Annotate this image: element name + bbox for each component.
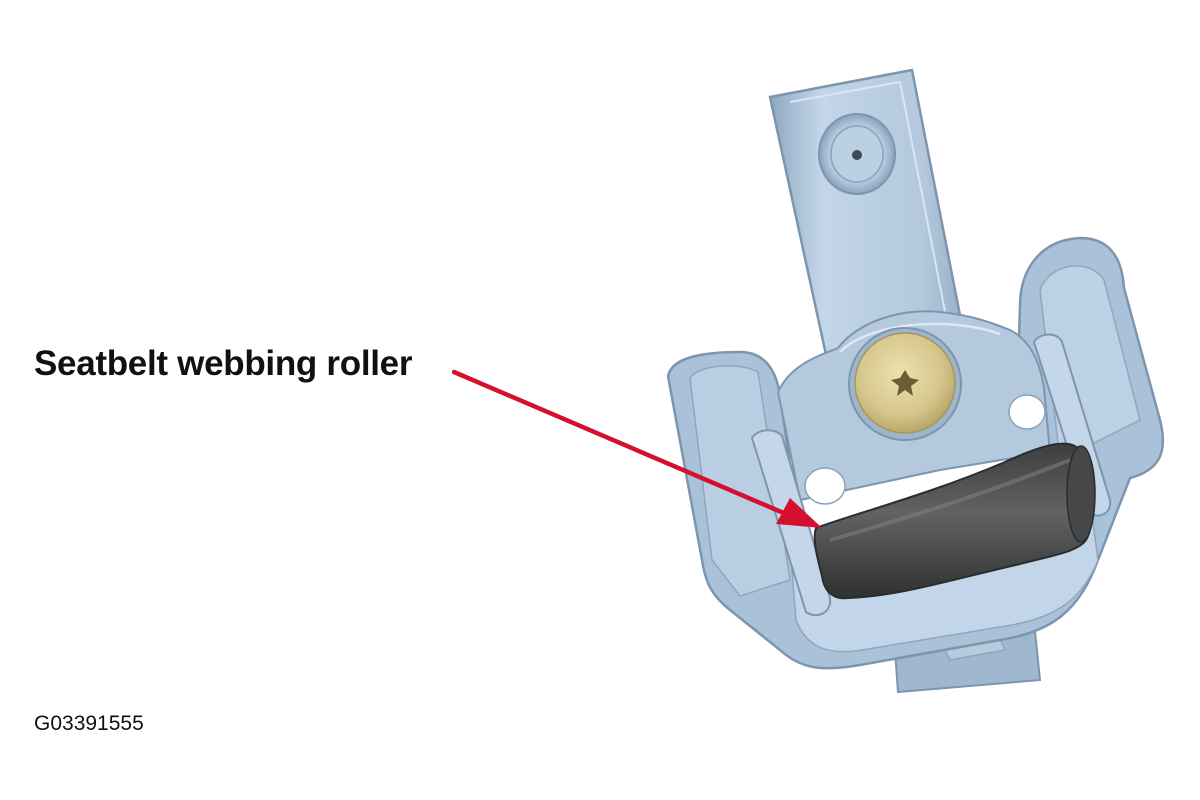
upper-anchor-bolt [818, 113, 896, 195]
left-pivot-hole [804, 467, 846, 505]
callout-arrow [451, 369, 822, 528]
pivot-housing-highlight [839, 322, 1001, 353]
mounting-strap-edge [789, 80, 961, 389]
roller-callout-label: Seatbelt webbing roller [34, 344, 413, 383]
webbing-roller [813, 442, 1096, 600]
pivot-bolt [848, 327, 962, 441]
right-pivot-hole [1008, 394, 1046, 430]
torx-recess-icon [891, 370, 919, 396]
left-flange [689, 365, 791, 597]
figure-id: G03391555 [34, 712, 144, 735]
